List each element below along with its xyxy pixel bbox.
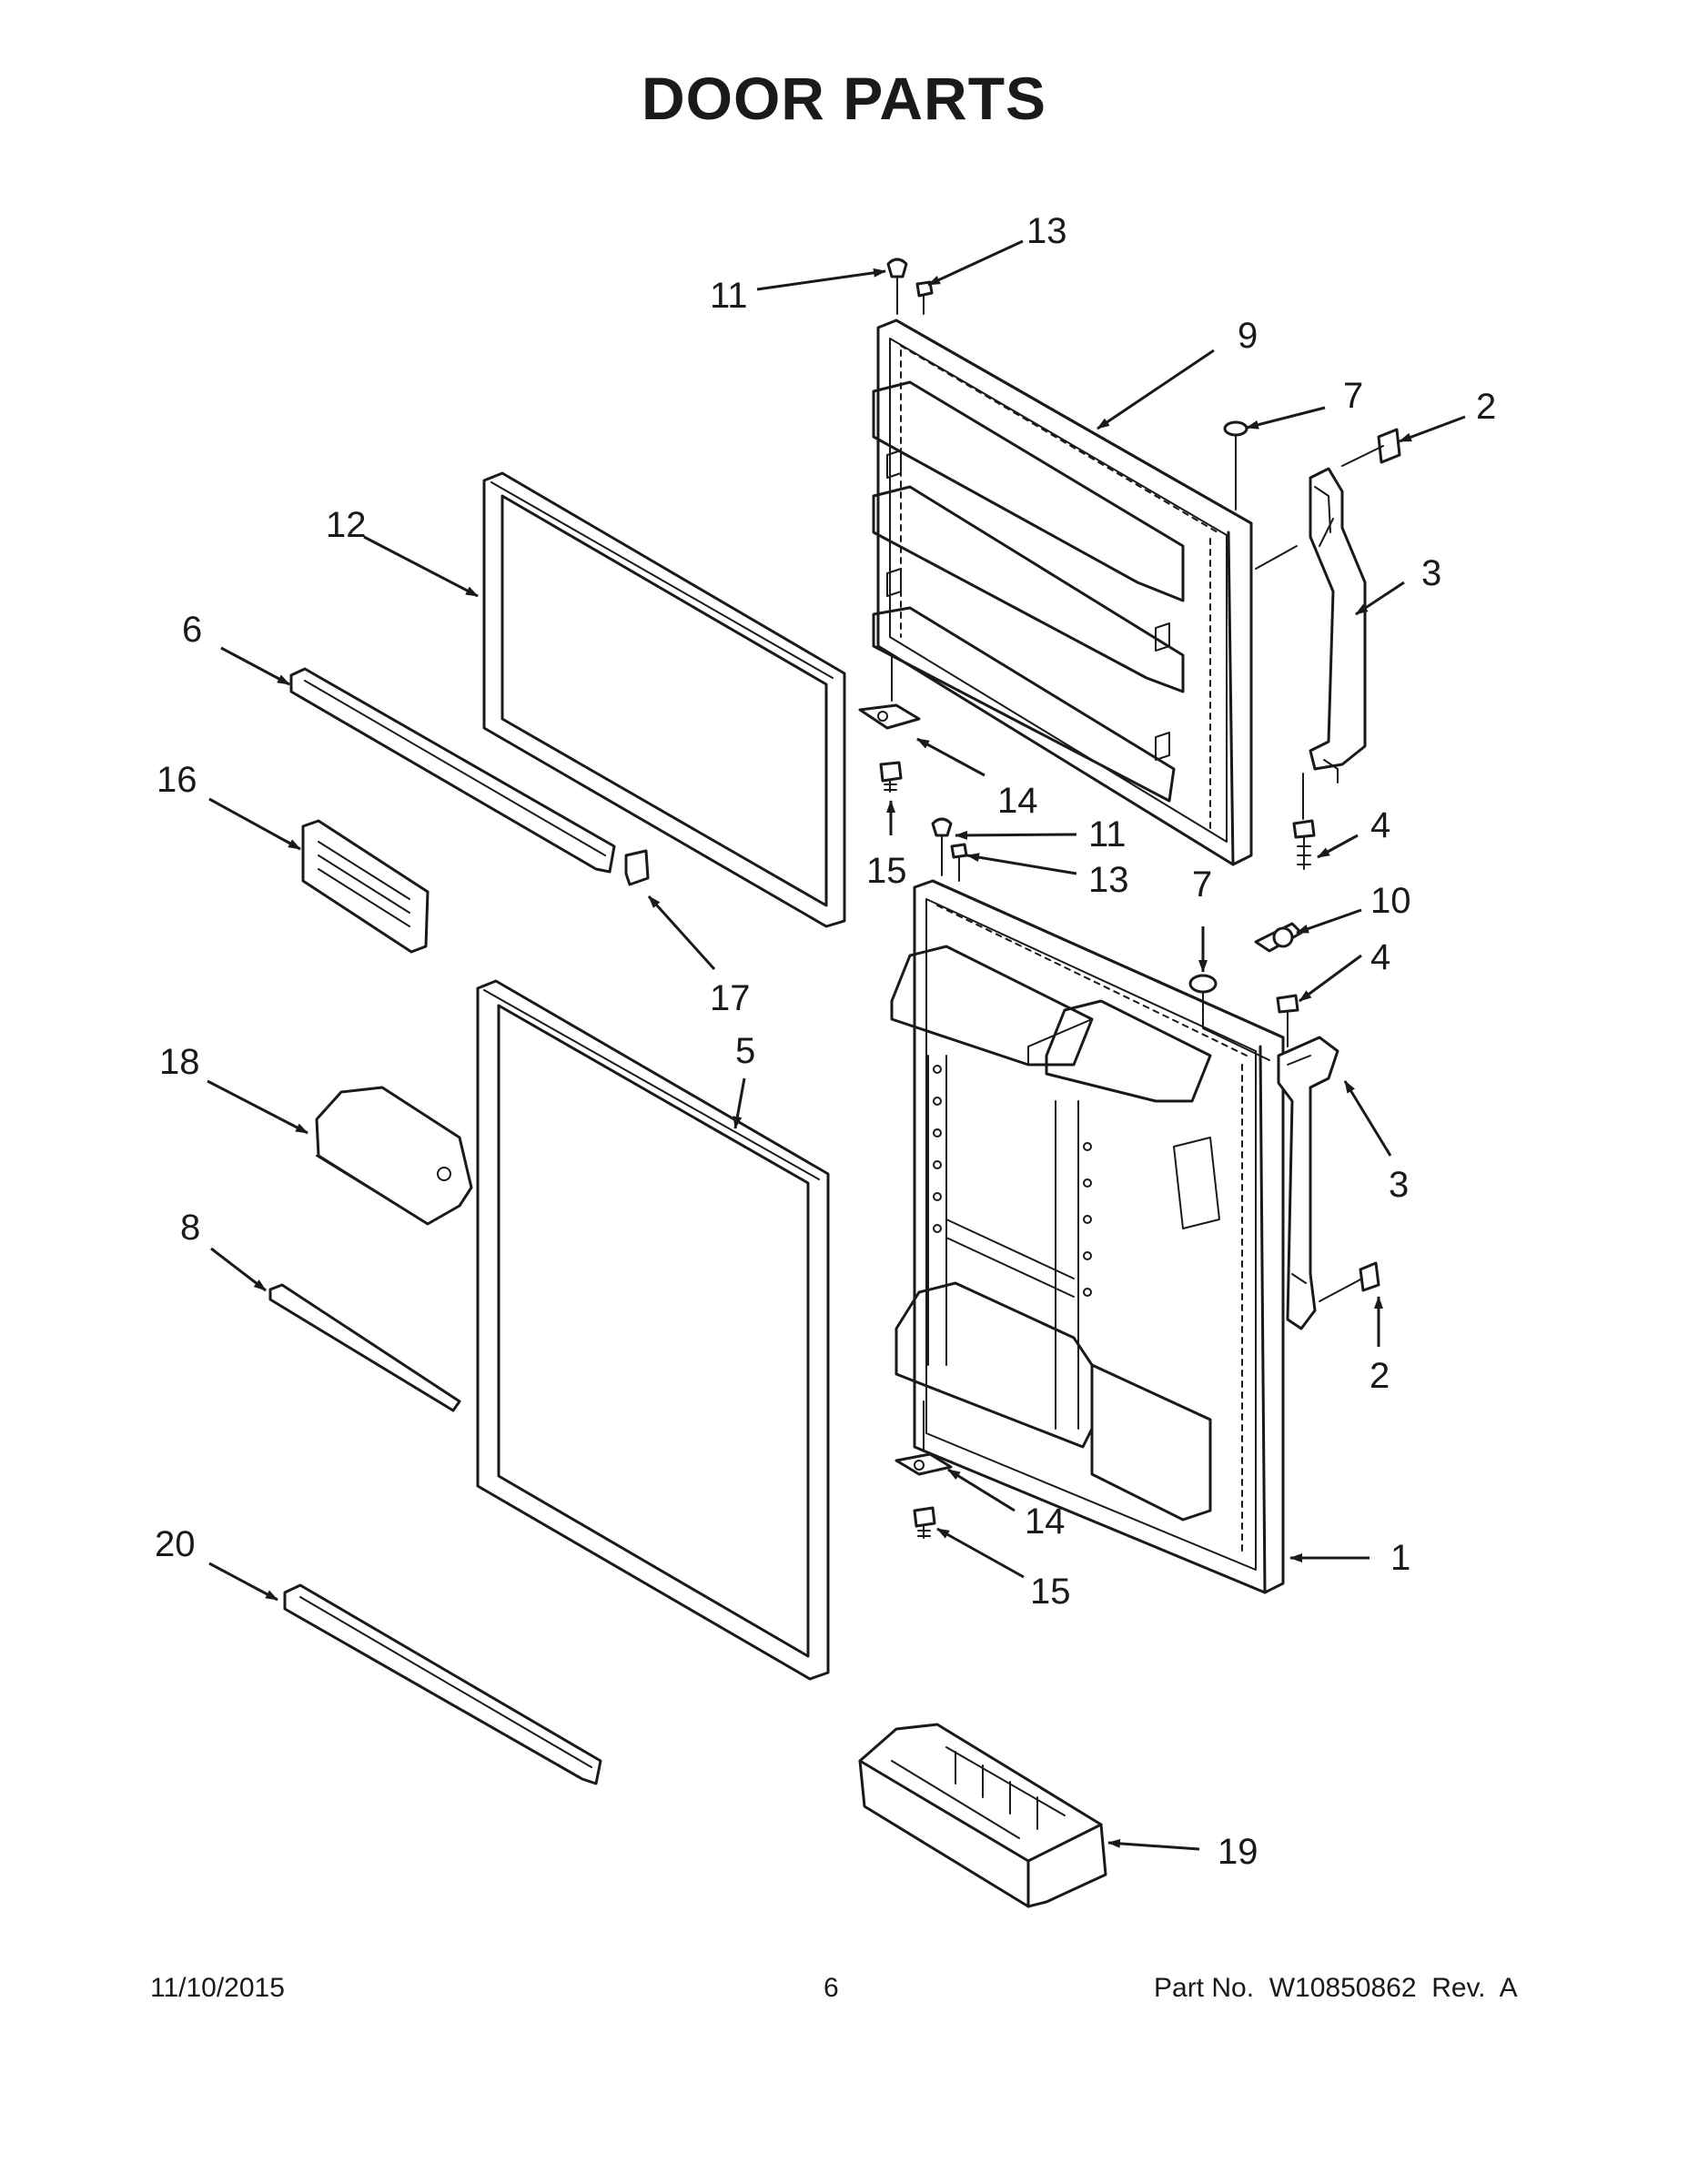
callout-10: 10 (1370, 881, 1411, 921)
freezer-hinge-cap (886, 258, 908, 315)
callout-7-top: 7 (1343, 376, 1363, 416)
trim-retainer (624, 849, 650, 886)
callout-20: 20 (155, 1524, 196, 1564)
part-number-value: W10850862 (1269, 1973, 1417, 2003)
callout-11-top: 11 (710, 276, 748, 316)
callout-11-middle: 11 (1088, 814, 1127, 854)
callout-13-middle: 13 (1088, 860, 1129, 900)
part-number-label: Part No. (1154, 1973, 1255, 2003)
callout-18: 18 (159, 1042, 200, 1082)
callout-3-middle: 3 (1389, 1165, 1409, 1205)
door-bin (858, 1723, 1107, 1908)
fresh-food-hinge-cap (931, 817, 953, 876)
callout-1: 1 (1390, 1538, 1410, 1578)
callout-15-lower: 15 (1030, 1572, 1071, 1612)
freezer-handle (1255, 467, 1367, 784)
fresh-food-handle (1277, 1036, 1339, 1330)
callout-16: 16 (157, 760, 197, 800)
ice-tray-divider (301, 819, 430, 954)
freezer-gasket (482, 471, 846, 928)
callout-15-top: 15 (866, 851, 907, 891)
fresh-food-plug-button (1188, 974, 1270, 1061)
callout-4-middle: 4 (1370, 937, 1390, 977)
freezer-door-stop-screw (879, 761, 903, 793)
freezer-door-stop (858, 654, 921, 730)
callout-2-lower: 2 (1370, 1356, 1390, 1396)
freezer-trim-strip (289, 667, 616, 874)
callout-2-top: 2 (1476, 387, 1496, 427)
fresh-food-door-stop (895, 1400, 953, 1476)
page-title: DOOR PARTS (641, 65, 1047, 132)
callout-9: 9 (1238, 316, 1258, 356)
freezer-handle-clip (1341, 428, 1401, 467)
footer-date: 11/10/2015 (150, 1973, 285, 2003)
fresh-food-door-stop-screw (913, 1506, 936, 1539)
fresh-food-door-part (890, 879, 1285, 1594)
freezer-door-part (872, 318, 1253, 866)
callout-14-lower: 14 (1025, 1502, 1066, 1542)
lower-trim-strip (268, 1283, 461, 1412)
freezer-hinge-screw (915, 280, 934, 315)
freezer-plug-button (1223, 420, 1248, 511)
callout-labels: 11 13 9 7 2 3 12 6 16 14 15 4 11 13 7 10… (155, 211, 1496, 1872)
callout-17: 17 (710, 978, 751, 1018)
callout-5: 5 (735, 1031, 755, 1071)
fresh-food-handle-clip (1319, 1261, 1380, 1302)
callout-3-top: 3 (1421, 553, 1441, 593)
callout-4-top: 4 (1370, 805, 1390, 845)
footer-page-number: 6 (824, 1973, 839, 2003)
handle-bracket-part (1254, 922, 1303, 953)
freezer-handle-screw (1292, 773, 1316, 870)
bottom-trim-strip (283, 1583, 602, 1785)
revision-label: Rev. A (1431, 1973, 1518, 2003)
callout-12: 12 (326, 505, 367, 545)
callout-19: 19 (1218, 1832, 1258, 1872)
fresh-food-handle-screw (1276, 994, 1299, 1047)
callout-6: 6 (182, 610, 202, 650)
fresh-food-hinge-screw (950, 843, 968, 882)
callout-leaders (207, 239, 1466, 1851)
callout-14-top: 14 (997, 781, 1038, 821)
callout-8: 8 (180, 1208, 200, 1248)
footer-part-number: Part No. W10850862 Rev. A (1154, 1973, 1518, 2004)
callout-13-top: 13 (1026, 211, 1067, 251)
callout-7-middle: 7 (1192, 864, 1212, 905)
dairy-compartment-door (315, 1086, 473, 1226)
fresh-food-gasket (476, 979, 830, 1681)
